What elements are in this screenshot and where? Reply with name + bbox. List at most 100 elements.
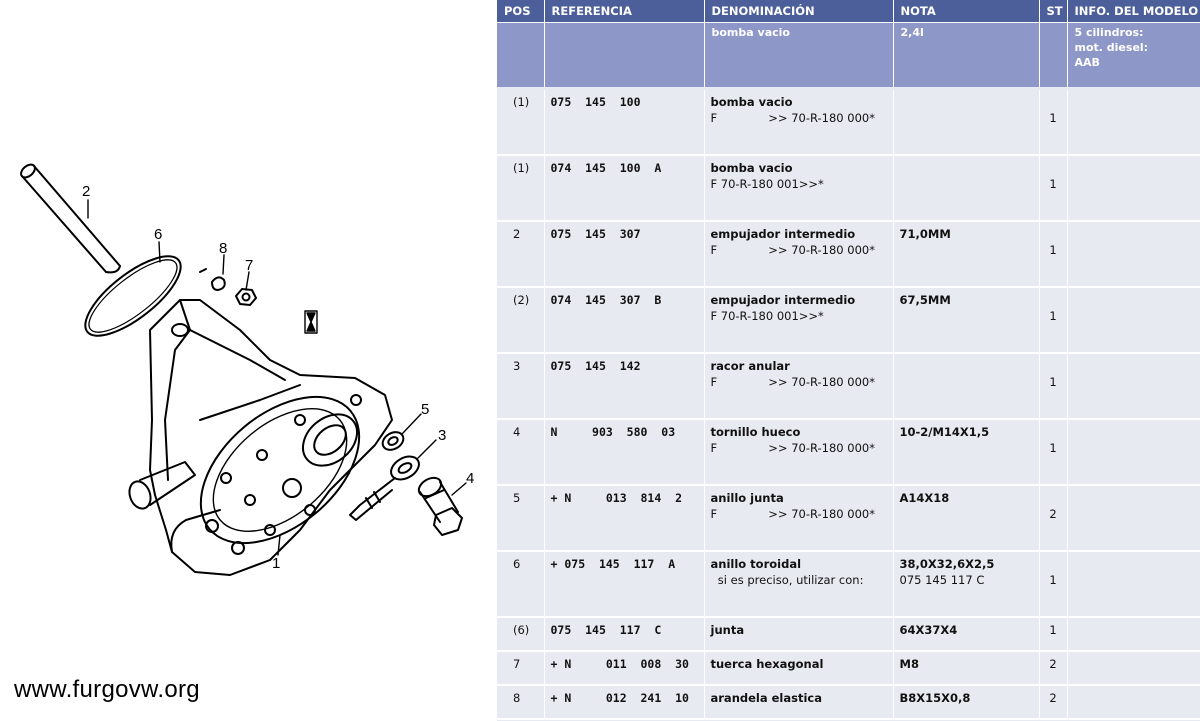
pushrod-drawing xyxy=(20,163,121,274)
cell-info-modelo xyxy=(1067,287,1200,354)
cell-nota: B8X15X0,8 xyxy=(893,685,1040,720)
cell-st: 1 xyxy=(1039,221,1068,288)
cell-pos: (6) xyxy=(497,617,545,652)
cell-referencia: + N 011 008 30 xyxy=(544,651,705,686)
nota-line: 075 145 117 C xyxy=(899,573,985,587)
denominacion-line: F >> 70-R-180 000* xyxy=(710,441,875,455)
cell-nota xyxy=(893,155,1040,222)
denominacion-line: junta xyxy=(710,623,745,637)
model-info: 5 cilindros: mot. diesel: AAB xyxy=(1067,22,1200,87)
cell-info-modelo xyxy=(1067,155,1200,222)
cell-nota xyxy=(893,353,1040,420)
cell-referencia: + N 013 814 2 xyxy=(544,485,705,552)
header-st: ST xyxy=(1039,0,1068,23)
cell-info-modelo xyxy=(1067,617,1200,652)
sealing-ring-drawing xyxy=(381,431,405,451)
cell-st: 1 xyxy=(1039,287,1068,354)
callout-label: 7 xyxy=(245,257,253,274)
cell-st: 1 xyxy=(1039,551,1068,618)
cell-nota: 10-2/M14X1,5 xyxy=(893,419,1040,486)
nota-line: 64X37X4 xyxy=(899,623,958,637)
cell-referencia: + N 012 241 10 xyxy=(544,685,705,720)
vacuum-pump-body-drawing xyxy=(128,299,393,576)
cell-info-modelo xyxy=(1067,685,1200,720)
cell-nota: A14X18 xyxy=(893,485,1040,552)
callout-label: 6 xyxy=(154,226,162,243)
cell-denominacion: tuerca hexagonal xyxy=(704,651,894,686)
callout-label: 4 xyxy=(466,470,474,487)
denominacion-line: F 70-R-180 001>>* xyxy=(710,177,824,191)
nota-line: M8 xyxy=(899,657,919,671)
cell-info-modelo xyxy=(1067,419,1200,486)
o-ring-drawing xyxy=(84,255,182,337)
cell-referencia: 075 145 100 xyxy=(544,90,705,156)
denominacion-line: F >> 70-R-180 000* xyxy=(710,375,875,389)
nota-line: B8X15X0,8 xyxy=(899,691,971,705)
denominacion-line: tornillo hueco xyxy=(710,425,801,439)
denominacion-line: empujador intermedio xyxy=(710,227,856,241)
cell-st: 2 xyxy=(1039,685,1068,720)
model-nota: 2,4l xyxy=(893,22,1040,87)
cell-referencia: N 903 580 03 xyxy=(544,419,705,486)
cell-st: 2 xyxy=(1039,485,1068,552)
nota-line: 67,5MM xyxy=(899,293,951,307)
nota-line: 38,0X32,6X2,5 xyxy=(899,557,995,571)
denominacion-line: empujador intermedio xyxy=(710,293,856,307)
header-denominacion: DENOMINACIÓN xyxy=(704,0,894,23)
denominacion-line: arandela elastica xyxy=(710,691,822,705)
table-header-row: POS REFERENCIA DENOMINACIÓN NOTA ST INFO… xyxy=(497,0,1200,23)
header-nota: NOTA xyxy=(893,0,1040,23)
model-denominacion: bomba vacio xyxy=(704,22,894,87)
header-referencia: REFERENCIA xyxy=(544,0,705,23)
cell-denominacion: anillo toroidal si es preciso, utilizar … xyxy=(704,551,894,618)
cell-pos: 2 xyxy=(497,221,545,288)
denominacion-line: si es preciso, utilizar con: xyxy=(710,573,864,587)
cell-referencia: 074 145 100 A xyxy=(544,155,705,222)
cell-nota: 64X37X4 xyxy=(893,617,1040,652)
nota-line: A14X18 xyxy=(899,491,950,505)
callout-label: 1 xyxy=(272,555,280,572)
hex-nut-drawing xyxy=(235,288,257,306)
cell-nota: 71,0MM xyxy=(893,221,1040,288)
denominacion-line: anillo junta xyxy=(710,491,784,505)
cell-info-modelo xyxy=(1067,485,1200,552)
nota-line: 10-2/M14X1,5 xyxy=(899,425,990,439)
denominacion-line: anillo toroidal xyxy=(710,557,802,571)
cell-referencia: 074 145 307 B xyxy=(544,287,705,354)
parts-table: POS REFERENCIA DENOMINACIÓN NOTA ST INFO… xyxy=(497,0,1200,720)
header-info-modelo: INFO. DEL MODELO xyxy=(1067,0,1200,23)
model-info-row: bomba vacio 2,4l 5 cilindros: mot. diese… xyxy=(497,22,1200,87)
cell-denominacion: junta xyxy=(704,617,894,652)
cell-denominacion: tornillo hueco F >> 70-R-180 000* xyxy=(704,419,894,486)
header-pos: POS xyxy=(497,0,545,23)
parts-table-panel: POS REFERENCIA DENOMINACIÓN NOTA ST INFO… xyxy=(497,0,1200,721)
exploded-parts-diagram: 2 6 8 7 5 3 4 1 xyxy=(20,163,474,576)
spring-washer-drawing xyxy=(199,268,226,291)
cell-info-modelo xyxy=(1067,353,1200,420)
site-url: www.furgovw.org xyxy=(14,676,200,703)
cell-nota: 38,0X32,6X2,5 075 145 117 C xyxy=(893,551,1040,618)
cell-referencia: 075 145 117 C xyxy=(544,617,705,652)
cell-pos: (1) xyxy=(497,155,545,222)
cell-pos: (1) xyxy=(497,90,545,156)
cell-nota xyxy=(893,90,1040,156)
cell-info-modelo xyxy=(1067,651,1200,686)
cell-denominacion: arandela elastica xyxy=(704,685,894,720)
hourglass-icon xyxy=(304,310,318,334)
callout-label: 5 xyxy=(421,401,429,418)
